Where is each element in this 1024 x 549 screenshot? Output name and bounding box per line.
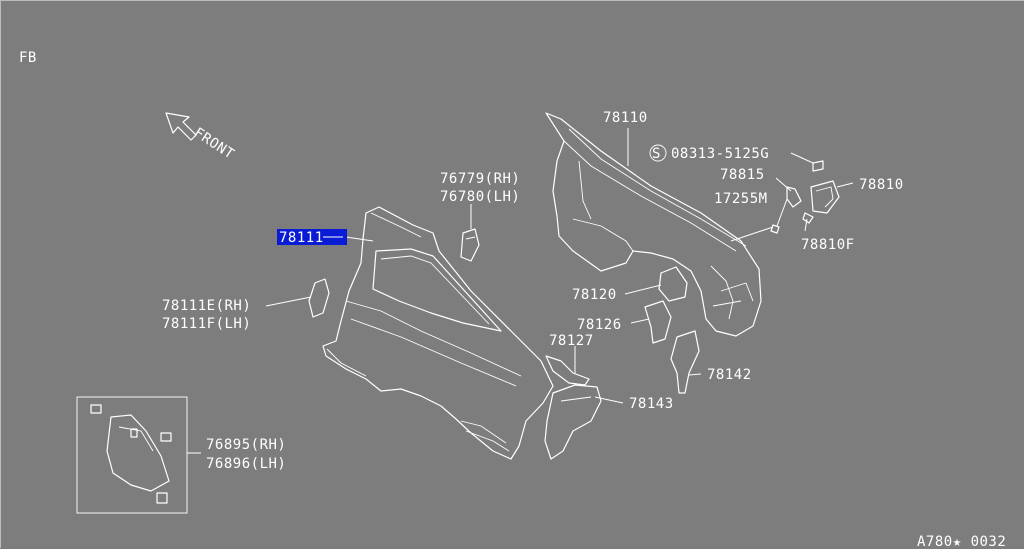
- label-78120[interactable]: 78120: [572, 287, 617, 303]
- reinforce-78143-icon: [544, 384, 602, 460]
- fuel-lid-icon: [770, 160, 840, 234]
- label-78126[interactable]: 78126: [577, 317, 622, 333]
- spring-washer-mark: S: [652, 146, 661, 162]
- label-76779-rh[interactable]: 76779(RH): [440, 171, 520, 187]
- label-78111f-lh[interactable]: 78111F(LH): [162, 316, 251, 332]
- quarter-panel-icon: [322, 206, 554, 460]
- label-78810f[interactable]: 78810F: [801, 237, 855, 253]
- front-label: FRONT: [191, 125, 237, 163]
- label-76896-lh[interactable]: 76896(LH): [206, 456, 286, 472]
- front-arrow-icon: [165, 112, 197, 141]
- figure-id: A780★ 0032: [917, 534, 1006, 549]
- label-76895-rh[interactable]: 76895(RH): [206, 437, 286, 453]
- extension-78120-icon: [658, 266, 688, 302]
- bracket-76779-icon: [460, 228, 480, 262]
- label-17255m[interactable]: 17255M: [714, 191, 768, 207]
- label-78111e-rh[interactable]: 78111E(RH): [162, 298, 251, 314]
- selected-part-highlight: [277, 229, 347, 245]
- reinforce-78126-icon: [644, 300, 672, 344]
- reinforce-78127-icon: [545, 355, 590, 386]
- label-78815[interactable]: 78815: [720, 167, 765, 183]
- spring-washer-icon: [649, 144, 667, 162]
- label-78127[interactable]: 78127: [549, 333, 594, 349]
- corner-code: FB: [19, 50, 37, 66]
- rear-fender-panel-icon: [545, 112, 762, 337]
- label-78143[interactable]: 78143: [629, 396, 674, 412]
- leader-lines: [187, 128, 854, 454]
- label-76780-lh[interactable]: 76780(LH): [440, 189, 520, 205]
- label-78142[interactable]: 78142: [707, 367, 752, 383]
- label-78111-selected[interactable]: 78111: [279, 230, 324, 246]
- bracket-78111e-icon: [308, 278, 330, 318]
- reinforce-78142-icon: [670, 330, 700, 394]
- label-78810[interactable]: 78810: [859, 177, 904, 193]
- label-08313-5125g[interactable]: 08313-5125G: [671, 146, 769, 162]
- mud-guard-inset: [76, 396, 188, 514]
- label-78110[interactable]: 78110: [603, 110, 648, 126]
